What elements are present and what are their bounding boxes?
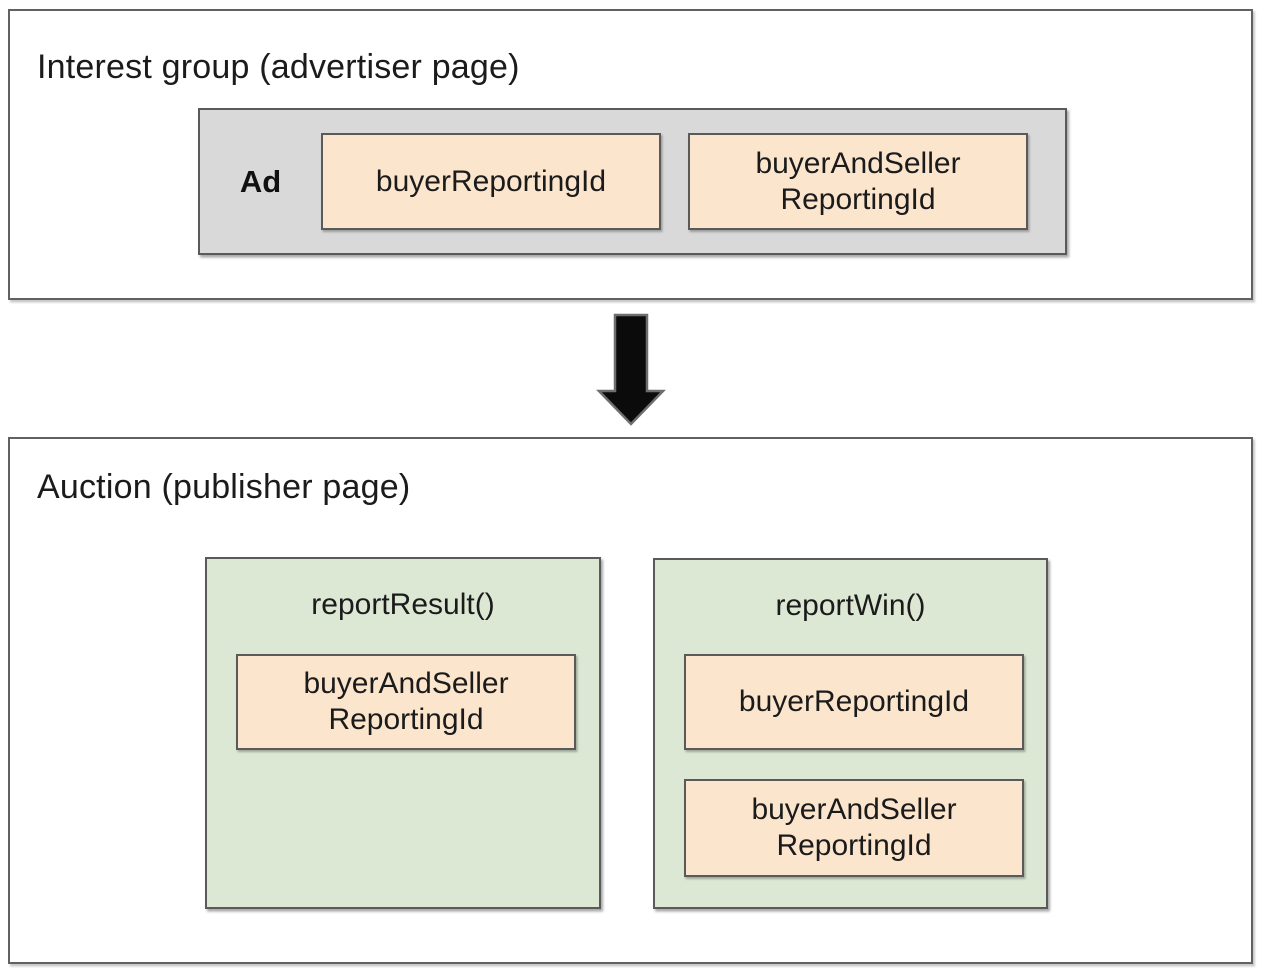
report-win-title: reportWin()	[775, 589, 926, 622]
field-buyer-reporting-id: buyerReportingId	[321, 133, 661, 230]
auction-container: Auction (publisher page) reportResult() …	[8, 437, 1253, 964]
down-arrow-icon	[596, 313, 666, 426]
report-win-box: reportWin() buyerReportingId buyerAndSel…	[653, 558, 1048, 909]
report-result-box: reportResult() buyerAndSeller ReportingI…	[205, 557, 601, 909]
ad-label: Ad	[239, 163, 282, 199]
field-buyer-reporting-id: buyerReportingId	[684, 654, 1024, 750]
field-buyer-and-seller-reporting-id: buyerAndSeller ReportingId	[236, 654, 576, 750]
auction-title: Auction (publisher page)	[37, 468, 411, 506]
interest-group-container: Interest group (advertiser page) Ad buye…	[8, 9, 1253, 300]
report-result-title: reportResult()	[311, 588, 495, 621]
ad-box: Ad buyerReportingId buyerAndSeller Repor…	[198, 108, 1067, 255]
field-buyer-and-seller-reporting-id: buyerAndSeller ReportingId	[688, 133, 1028, 230]
field-buyer-and-seller-reporting-id: buyerAndSeller ReportingId	[684, 779, 1024, 877]
interest-group-title: Interest group (advertiser page)	[37, 48, 520, 86]
